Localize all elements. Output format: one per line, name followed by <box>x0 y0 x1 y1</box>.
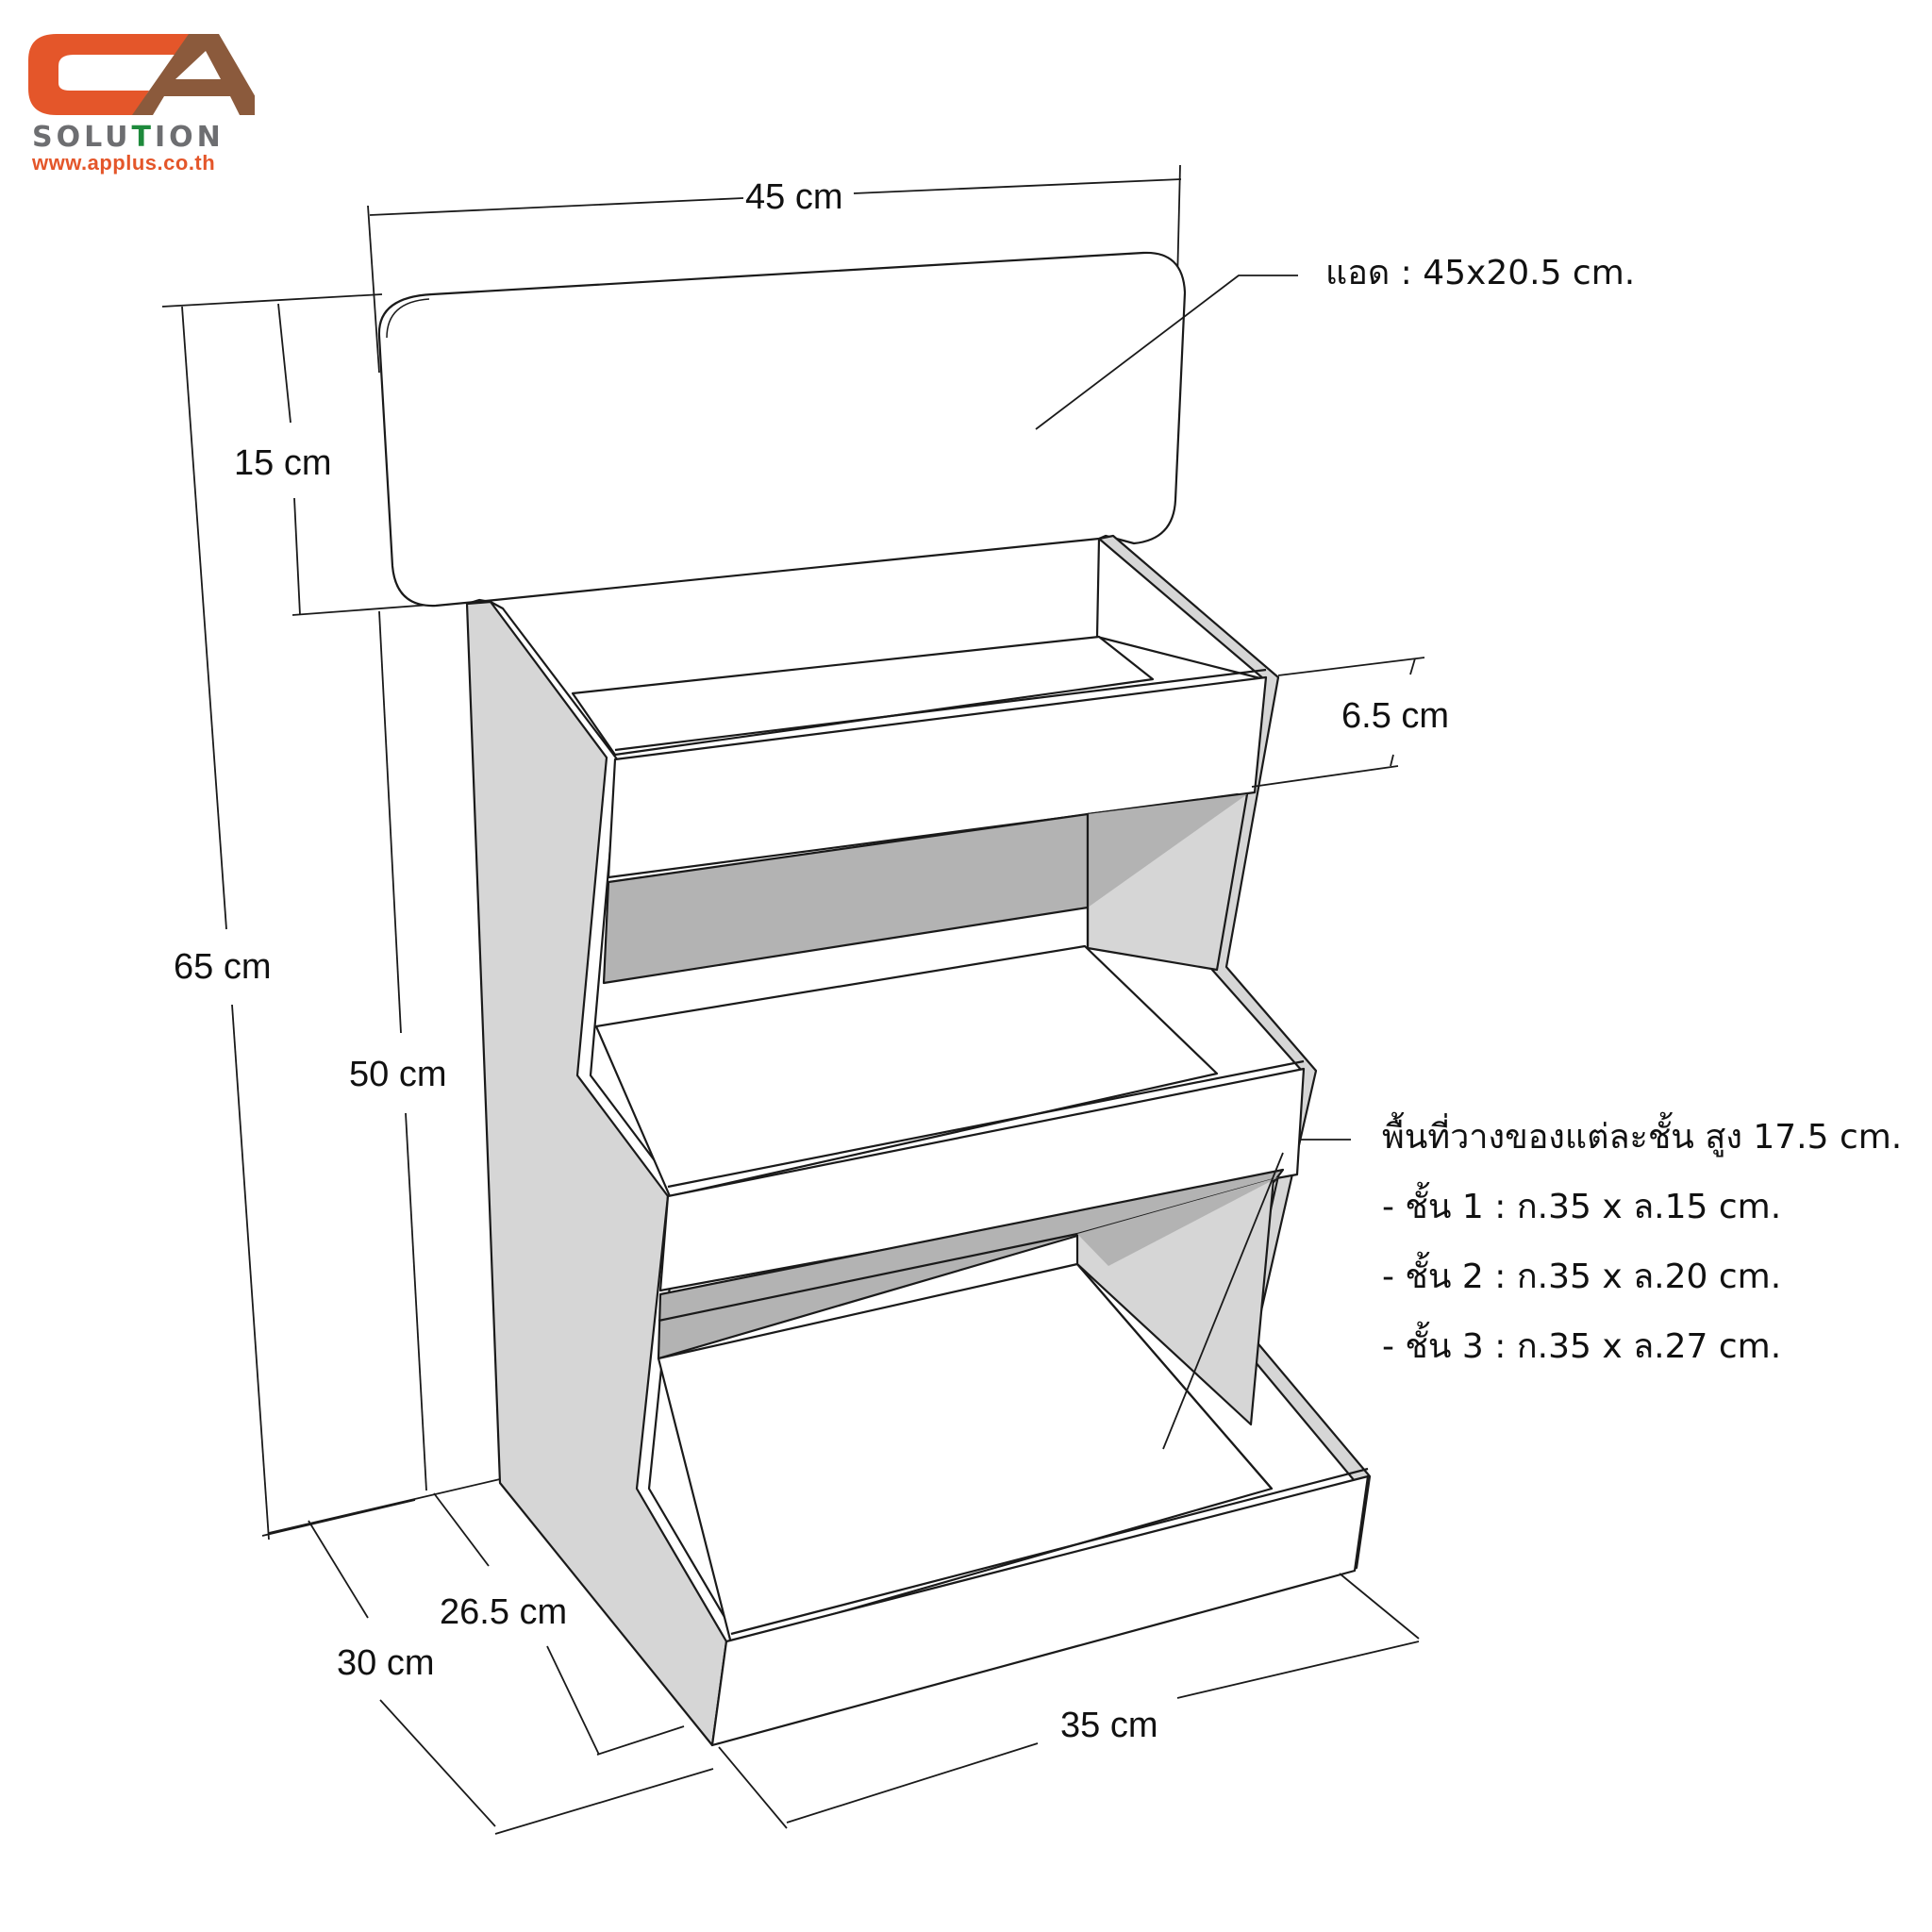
shelf-2 <box>594 944 1306 1426</box>
logo-wordmark: SOLUTION <box>32 121 225 154</box>
label-width-bottom: 35 cm <box>1060 1706 1158 1745</box>
dimension-lip-height <box>1251 657 1425 788</box>
label-width-top: 45 cm <box>745 177 843 217</box>
label-depth-outer: 30 cm <box>337 1643 435 1683</box>
label-sign-height: 15 cm <box>234 443 332 483</box>
dimension-heights <box>161 293 501 1541</box>
label-total-height: 65 cm <box>174 947 272 987</box>
sign-panel <box>377 251 1187 608</box>
label-lip-height: 6.5 cm <box>1341 696 1450 736</box>
label-depth-inner: 26.5 cm <box>440 1592 568 1632</box>
dimension-base <box>308 1492 1420 1835</box>
label-body-height: 50 cm <box>349 1055 447 1094</box>
note-shelf-3: - ชั้น 3 : ก.35 x ล.27 cm. <box>1382 1327 1782 1366</box>
shelf-3 <box>657 1262 1370 1747</box>
note-shelf-2: - ชั้น 2 : ก.35 x ล.20 cm. <box>1382 1257 1782 1296</box>
shelf-1 <box>571 635 1268 985</box>
logo-a-shape <box>132 34 255 115</box>
logo-url: www.applus.co.th <box>32 151 216 175</box>
note-shelf-heading: พื้นที่วางของแต่ละชั้น สูง 17.5 cm. <box>1382 1118 1903 1157</box>
leader-lines <box>1035 275 1351 1450</box>
logo-c-shape <box>28 34 193 115</box>
left-side-panel <box>465 598 739 1747</box>
note-sign: แอด : 45x20.5 cm. <box>1325 254 1636 292</box>
dimension-width-top <box>367 164 1182 374</box>
company-logo-mark <box>28 34 255 115</box>
note-shelf-1: - ชั้น 1 : ก.35 x ล.15 cm. <box>1382 1188 1782 1226</box>
